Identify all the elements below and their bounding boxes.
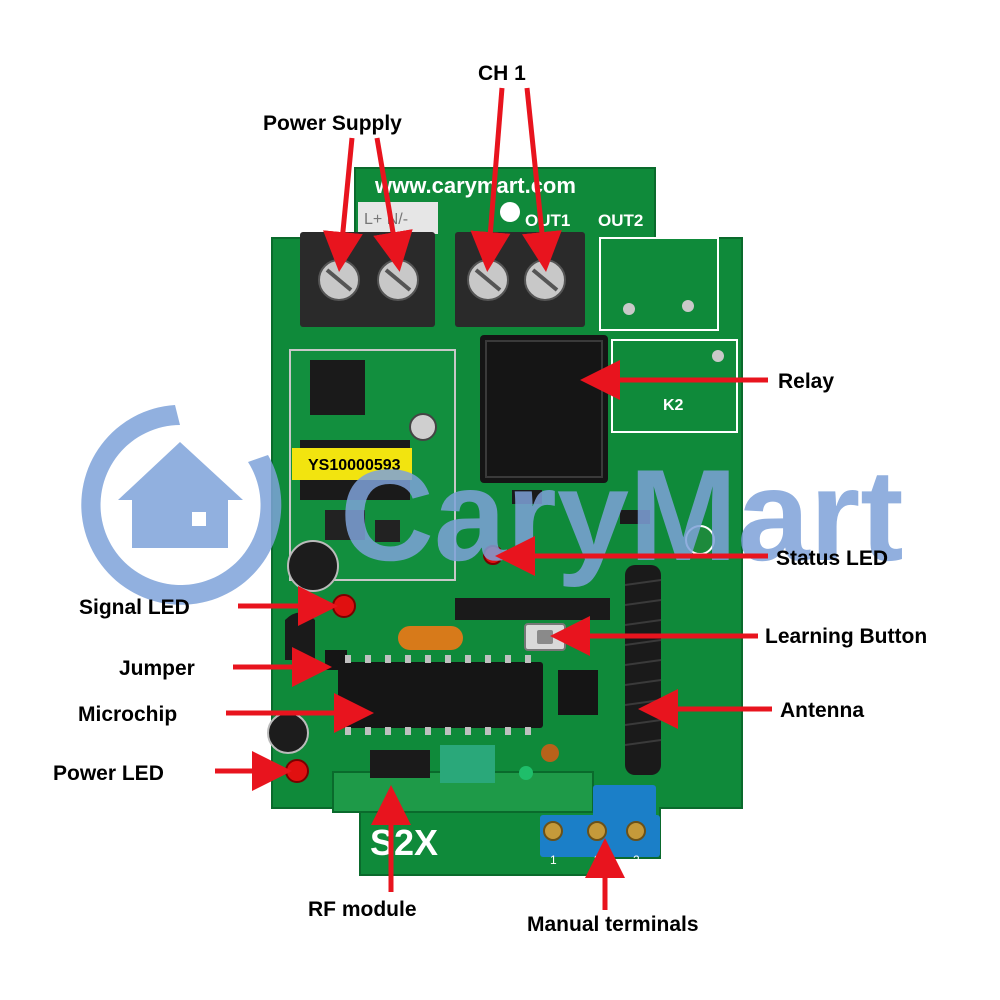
power-led — [285, 759, 309, 783]
label-relay: Relay — [778, 370, 834, 393]
ceramic-resonator — [398, 626, 463, 650]
capacitor-block — [310, 360, 365, 415]
manual-screw-2 — [626, 821, 646, 841]
component — [325, 510, 365, 540]
transformer-sticker — [292, 448, 412, 480]
pad — [712, 350, 724, 362]
label-ch1: CH 1 — [478, 62, 526, 85]
out2-outline — [599, 237, 719, 331]
label-power-supply: Power Supply — [263, 112, 402, 135]
microchip — [338, 655, 543, 735]
pin-header — [455, 598, 610, 620]
transformer-label: YS10000593 — [308, 457, 401, 474]
pad — [682, 300, 694, 312]
label-status-led: Status LED — [776, 547, 888, 570]
arrow-power-supply-1 — [322, 137, 363, 272]
manual-terminal-number-1: 1 — [550, 853, 557, 867]
out1-silkscreen: OUT1 — [525, 211, 570, 230]
relay — [480, 335, 608, 483]
power-terminal-block — [300, 232, 435, 327]
website-silkscreen: www.carymart.com — [374, 173, 576, 198]
manual-screw-3 — [587, 821, 607, 841]
transistor — [285, 612, 315, 660]
antenna — [624, 565, 662, 775]
watermark-house-window — [192, 512, 206, 526]
ch1-terminal-block — [455, 232, 585, 327]
rf-module — [332, 744, 594, 813]
label-rf-module: RF module — [308, 898, 417, 921]
manual-terminal-number-2: 2 — [633, 853, 640, 867]
label-jumper: Jumper — [119, 657, 195, 680]
arrow-ch1-1 — [470, 87, 511, 272]
power-subboard: YS10000593 — [287, 349, 456, 592]
watermark-house-icon — [118, 442, 243, 548]
small-capacitor — [409, 413, 437, 441]
small-ic — [558, 670, 598, 715]
label-power-led: Power LED — [53, 762, 164, 785]
pcb-board: www.carymart.com L+ N/- OUT1 OUT2 K2 — [267, 167, 743, 876]
manual-screw-1 — [543, 821, 563, 841]
smd-component — [620, 510, 650, 524]
label-antenna: Antenna — [780, 699, 864, 722]
signal-led — [332, 594, 356, 618]
left-capacitor — [267, 712, 309, 754]
label-signal-led: Signal LED — [79, 596, 190, 619]
terminal-marks-sticker — [358, 202, 438, 234]
manual-terminal-block: 1 3 2 — [540, 785, 660, 867]
arrow-power-supply-2 — [373, 137, 413, 272]
mounting-hole — [500, 202, 520, 222]
terminal-marks: L+ N/- — [364, 211, 408, 228]
module-silkscreen: S2X — [370, 822, 438, 863]
component — [375, 520, 400, 542]
smd-component — [512, 490, 542, 504]
manual-terminal-number-3: 3 — [594, 853, 601, 867]
label-microchip: Microchip — [78, 703, 177, 726]
watermark-logo — [81, 405, 282, 605]
out2-silkscreen: OUT2 — [598, 211, 643, 230]
label-learning-button: Learning Button — [765, 625, 927, 648]
k2-silkscreen: K2 — [663, 397, 684, 414]
electrolytic-capacitor — [287, 540, 339, 592]
arrow-ch1-2 — [522, 87, 562, 272]
annotation-arrows — [215, 87, 772, 910]
annotation-labels: Power Supply CH 1 Relay Status LED Signa… — [53, 62, 927, 936]
watermark-brand: CaryMart — [340, 442, 904, 588]
label-manual-terminals: Manual terminals — [527, 913, 699, 936]
learning-button[interactable] — [524, 623, 566, 651]
pad — [623, 303, 635, 315]
